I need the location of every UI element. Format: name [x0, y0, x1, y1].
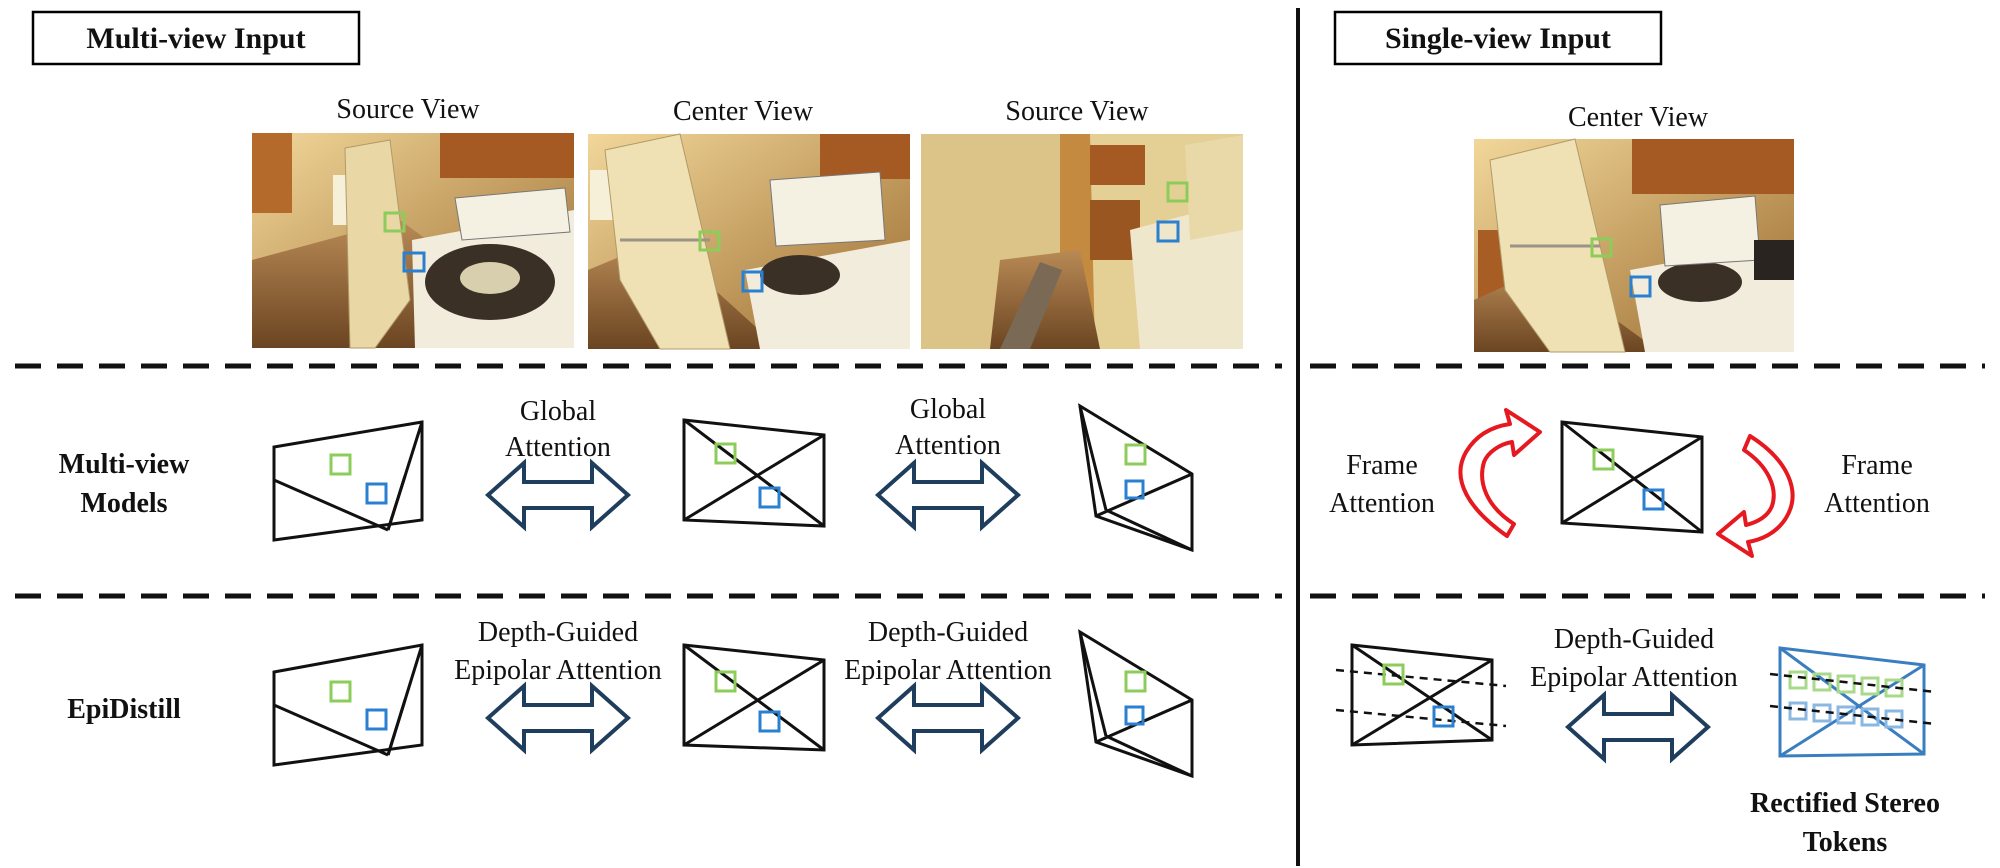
svg-text:Multi-view Input: Multi-view Input — [86, 22, 305, 55]
epidistill-label: EpiDistill — [67, 694, 181, 725]
source-view-caption-right: Source View — [1005, 96, 1149, 127]
rectified-stereo-tokens-frame — [1769, 646, 1937, 758]
frame-single-center-row2 — [1560, 420, 1704, 534]
frame-source-left-row3 — [272, 643, 424, 767]
rectified-stereo-tokens-label-line2: Tokens — [1803, 827, 1888, 858]
epipolar-attention-right-line2: Epipolar Attention — [844, 655, 1052, 686]
singleview-input-heading: Single-view Input — [1333, 10, 1663, 66]
multiview-models-label-line2: Models — [80, 488, 167, 519]
svg-text:Single-view Input: Single-view Input — [1385, 22, 1611, 55]
epipolar-attention-right-line1: Depth-Guided — [868, 617, 1028, 648]
global-attention-right-line1: Global — [910, 394, 986, 425]
epipolar-attention-left-line2: Epipolar Attention — [454, 655, 662, 686]
dashed-separators — [15, 363, 1985, 599]
frame-source-left-row2 — [272, 420, 424, 542]
frame-single-center-row3 — [1335, 643, 1507, 747]
single-center-view-image — [1474, 138, 1794, 353]
frame-center-row2 — [682, 418, 826, 528]
global-attention-right-line2: Attention — [895, 430, 1001, 461]
double-arrow-icon — [484, 681, 632, 755]
center-view-image — [588, 133, 910, 350]
multiview-models-label-line1: Multi-view — [59, 449, 190, 480]
frame-attention-left-line2: Attention — [1329, 488, 1435, 519]
double-arrow-icon — [874, 681, 1022, 755]
multiview-input-heading: Multi-view Input — [31, 10, 361, 66]
global-attention-left-line2: Attention — [505, 432, 611, 463]
rectified-stereo-tokens-label-line1: Rectified Stereo — [1750, 788, 1940, 819]
epipolar-attention-left-line1: Depth-Guided — [478, 617, 638, 648]
source-view-caption-left: Source View — [336, 94, 480, 125]
curved-arrow-icon — [1716, 434, 1795, 558]
epipolar-attention-single-line1: Depth-Guided — [1554, 624, 1714, 655]
single-center-view-caption: Center View — [1568, 102, 1709, 133]
frame-source-right-row2 — [1078, 403, 1194, 553]
frame-center-row3 — [682, 643, 826, 752]
frame-attention-left-line1: Frame — [1346, 450, 1418, 481]
double-arrow-icon — [874, 458, 1022, 532]
source-view-image-left — [252, 133, 574, 349]
double-arrow-icon — [484, 458, 632, 532]
double-arrow-icon — [1564, 690, 1712, 764]
frame-attention-right-line1: Frame — [1841, 450, 1913, 481]
global-attention-left-line1: Global — [520, 396, 596, 427]
frame-source-right-row3 — [1078, 629, 1194, 779]
frame-attention-right-line2: Attention — [1824, 488, 1930, 519]
center-view-caption: Center View — [673, 96, 814, 127]
epipolar-attention-single-line2: Epipolar Attention — [1530, 662, 1738, 693]
source-view-image-right — [921, 134, 1243, 349]
curved-arrow-icon — [1458, 408, 1542, 538]
